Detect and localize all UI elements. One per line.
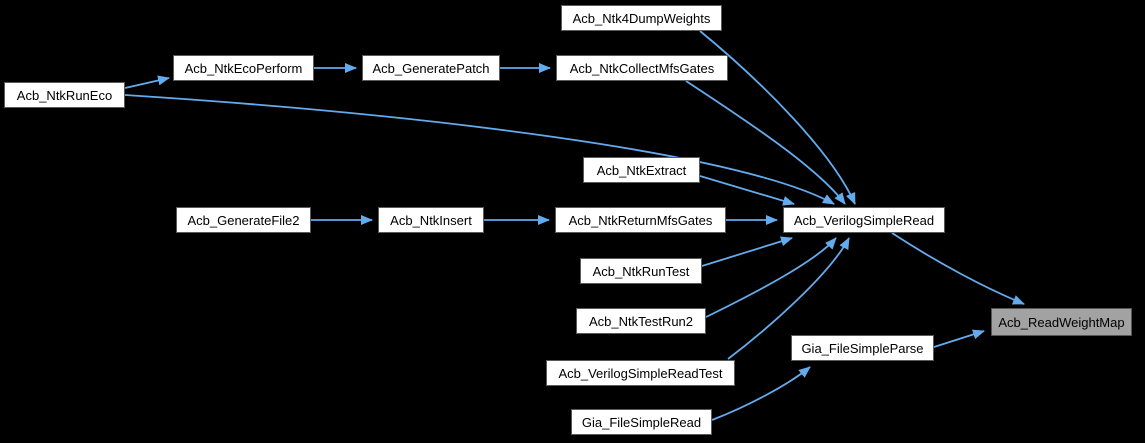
edge-acb_ntkruntest-to-acb_verilogsimpleread <box>701 236 793 267</box>
edge-acb_ntkruneco-to-acb_ntkecoperform <box>124 75 170 89</box>
node-acb_ntk4dumpweights[interactable]: Acb_Ntk4DumpWeights <box>561 5 722 31</box>
node-acb_ntkinsert[interactable]: Acb_NtkInsert <box>378 207 484 233</box>
node-acb_ntkcollectmfsgates[interactable]: Acb_NtkCollectMfsGates <box>556 55 728 81</box>
edge-acb_ntkextract-to-acb_verilogsimpleread <box>699 175 795 206</box>
edge-acb_verilogsimplereadtest-to-acb_verilogsimpleread <box>727 237 850 360</box>
edge-acb_ntktestrun2-to-acb_verilogsimpleread <box>705 237 837 318</box>
node-acb_ntktestrun2[interactable]: Acb_NtkTestRun2 <box>576 308 706 334</box>
edge-acb_ntk4dumpweights-to-acb_verilogsimpleread <box>699 30 856 205</box>
node-acb_ntkreturnmfsgates[interactable]: Acb_NtkReturnMfsGates <box>555 207 726 233</box>
node-acb_ntkruneco[interactable]: Acb_NtkRunEco <box>4 82 125 108</box>
edge-acb_ntkruneco-to-acb_verilogsimpleread <box>124 94 835 205</box>
node-acb_ntkruntest[interactable]: Acb_NtkRunTest <box>580 258 702 284</box>
node-gia_filesimpleread[interactable]: Gia_FileSimpleRead <box>571 409 712 435</box>
node-acb_generatepatch[interactable]: Acb_GeneratePatch <box>362 55 500 81</box>
node-gia_filesimpleparse[interactable]: Gia_FileSimpleParse <box>791 335 934 361</box>
edge-gia_filesimpleparse-to-acb_readweightmap <box>933 329 985 348</box>
node-acb_readweightmap: Acb_ReadWeightMap <box>991 308 1132 336</box>
node-acb_verilogsimpleread[interactable]: Acb_VerilogSimpleRead <box>783 207 945 233</box>
edge-acb_ntkcollectmfsgates-to-acb_verilogsimpleread <box>685 80 846 205</box>
node-acb_ntkextract[interactable]: Acb_NtkExtract <box>583 157 700 183</box>
edge-gia_filesimpleread-to-gia_filesimpleparse <box>711 366 811 421</box>
node-acb_verilogsimplereadtest[interactable]: Acb_VerilogSimpleReadTest <box>546 360 735 386</box>
node-acb_generatefile2[interactable]: Acb_GenerateFile2 <box>176 207 311 233</box>
node-acb_ntkecoperform[interactable]: Acb_NtkEcoPerform <box>173 55 314 81</box>
edge-acb_verilogsimpleread-to-acb_readweightmap <box>891 232 1025 305</box>
